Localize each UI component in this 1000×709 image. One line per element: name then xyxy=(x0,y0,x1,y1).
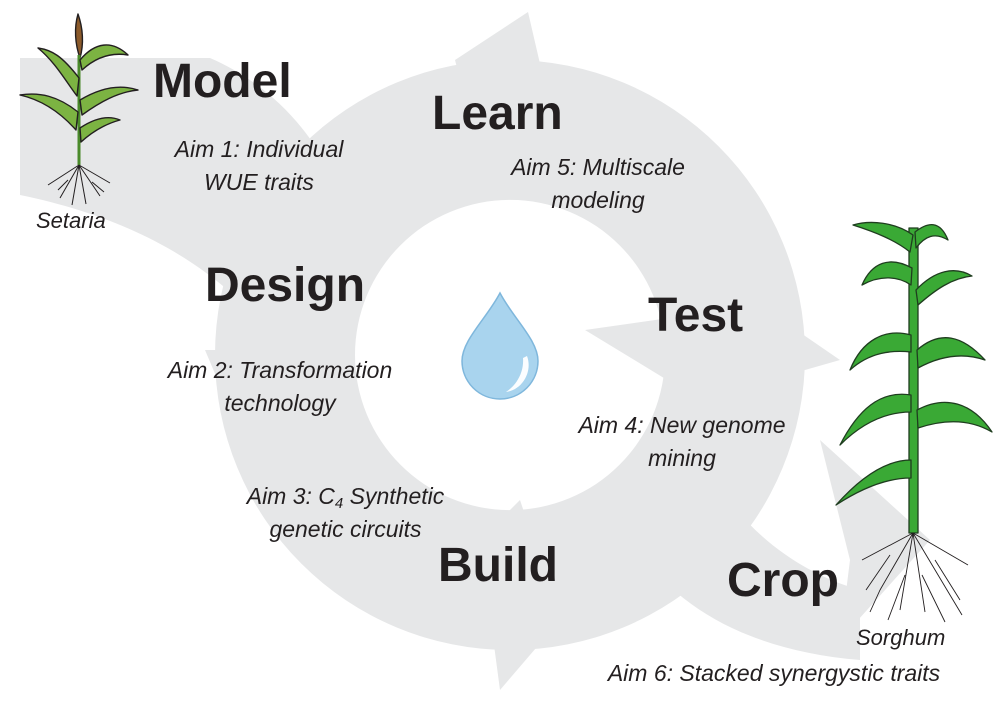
aim-2-text: Aim 2: Transformation technology xyxy=(140,354,420,420)
aim-5-line-2: modeling xyxy=(551,187,645,213)
species-sorghum-label: Sorghum xyxy=(856,625,946,650)
aim-3-subscript: 4 xyxy=(334,495,344,512)
phase-build-label: Build xyxy=(438,539,558,592)
phase-model-label: Model xyxy=(153,55,292,108)
phase-design-label: Design xyxy=(205,259,366,312)
aim-3-line-1: Aim 3: C4 Synthetic xyxy=(218,480,473,513)
aim-3-text: Aim 3: C4 Synthetic genetic circuits xyxy=(218,480,473,546)
aim-6-text: Aim 6: Stacked synergystic traits xyxy=(607,660,941,686)
aim-2-line-2: technology xyxy=(224,390,336,416)
sorghum-plant-icon xyxy=(835,221,993,623)
phase-learn-label: Learn xyxy=(432,87,563,140)
phase-test-label: Test xyxy=(648,289,744,342)
aim-5-text: Aim 5: Multiscale modeling xyxy=(488,151,708,217)
species-setaria-label: Setaria xyxy=(36,208,106,233)
aim-3-suffix: Synthetic xyxy=(343,483,445,509)
aim-4-text: Aim 4: New genome mining xyxy=(552,409,812,475)
arrowhead-left xyxy=(205,350,345,480)
arrowhead-bottom xyxy=(480,500,560,690)
water-drop-icon xyxy=(461,291,539,400)
aim-3-prefix: Aim 3: C xyxy=(246,483,335,509)
exit-arrowhead xyxy=(820,440,930,640)
setaria-plant-icon xyxy=(19,13,139,206)
aim-1-text: Aim 1: Individual WUE traits xyxy=(154,133,364,199)
aim-1-line-1: Aim 1: Individual xyxy=(174,136,344,162)
aim-4-line-1: Aim 4: New genome xyxy=(578,412,786,438)
aim-2-line-1: Aim 2: Transformation xyxy=(167,357,393,383)
exit-band xyxy=(620,450,860,660)
arrowhead-top xyxy=(455,12,560,195)
aim-3-line-2: genetic circuits xyxy=(269,516,422,542)
phase-crop-label: Crop xyxy=(727,554,839,607)
aim-5-line-1: Aim 5: Multiscale xyxy=(511,154,685,180)
aim-4-line-2: mining xyxy=(648,445,716,471)
aim-1-line-2: WUE traits xyxy=(204,169,314,195)
arrowhead-right xyxy=(585,305,840,400)
